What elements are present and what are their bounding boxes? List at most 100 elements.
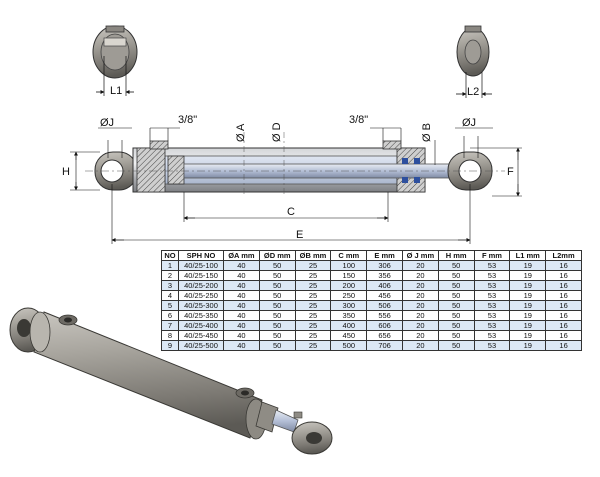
- header-d: ØD mm: [258, 250, 296, 261]
- section-dimensions: [70, 127, 522, 244]
- cell-c: 400: [330, 320, 368, 331]
- cell-e: 706: [366, 340, 403, 351]
- cell-a: 40: [223, 330, 260, 341]
- cell-c: 300: [330, 300, 368, 311]
- cell-l2: 16: [545, 290, 582, 301]
- cell-d: 50: [258, 330, 296, 341]
- table-header-row: NO SPH NO ØA mm ØD mm ØB mm C mm E mm Ø …: [161, 250, 582, 261]
- cell-e: 656: [366, 330, 403, 341]
- cell-l1: 19: [509, 300, 547, 311]
- header-b: ØB mm: [294, 250, 332, 261]
- cell-h: 50: [437, 260, 475, 271]
- cell-j: 20: [401, 270, 439, 281]
- cell-a: 40: [223, 310, 260, 321]
- header-no: NO: [161, 250, 179, 261]
- cell-h: 50: [437, 310, 475, 321]
- cell-h: 50: [437, 290, 475, 301]
- end-view-left: [92, 25, 138, 96]
- cell-b: 25: [294, 320, 332, 331]
- cell-a: 40: [223, 320, 260, 331]
- cell-d: 50: [258, 320, 296, 331]
- cell-l2: 16: [545, 300, 582, 311]
- cell-sph-no: 40/25-350: [178, 310, 224, 321]
- cell-no: 3: [161, 280, 179, 291]
- cell-a: 40: [223, 300, 260, 311]
- cell-b: 25: [294, 310, 332, 321]
- cell-f: 53: [473, 290, 511, 301]
- cylinder-section-view: [85, 132, 505, 196]
- cell-l2: 16: [545, 280, 582, 291]
- cell-l2: 16: [545, 340, 582, 351]
- dim-label-f: F: [507, 166, 514, 178]
- header-f: F mm: [473, 250, 511, 261]
- cell-j: 20: [401, 340, 439, 351]
- cell-b: 25: [294, 280, 332, 291]
- cell-l2: 16: [545, 320, 582, 331]
- dim-label-j-right: ØJ: [462, 117, 476, 129]
- dim-label-d: Ø D: [271, 122, 283, 142]
- cylinder-isometric-view: [9, 307, 333, 455]
- cell-no: 4: [161, 290, 179, 301]
- cell-f: 53: [473, 310, 511, 321]
- cell-no: 5: [161, 300, 179, 311]
- cell-l1: 19: [509, 290, 547, 301]
- cell-c: 450: [330, 330, 368, 341]
- cell-l1: 19: [509, 320, 547, 331]
- cell-sph-no: 40/25-150: [178, 270, 224, 281]
- cell-f: 53: [473, 280, 511, 291]
- dim-label-b: Ø B: [421, 123, 433, 142]
- cell-l2: 16: [545, 330, 582, 341]
- cell-j: 20: [401, 320, 439, 331]
- cell-no: 6: [161, 310, 179, 321]
- cell-l2: 16: [545, 260, 582, 271]
- cell-j: 20: [401, 300, 439, 311]
- cell-j: 20: [401, 280, 439, 291]
- cell-sph-no: 40/25-250: [178, 290, 224, 301]
- cell-a: 40: [223, 280, 260, 291]
- cell-l2: 16: [545, 270, 582, 281]
- cell-h: 50: [437, 340, 475, 351]
- header-sph-no: SPH NO: [178, 250, 224, 261]
- cell-h: 50: [437, 280, 475, 291]
- cell-d: 50: [258, 310, 296, 321]
- cell-d: 50: [258, 280, 296, 291]
- header-a: ØA mm: [223, 250, 260, 261]
- cell-no: 1: [161, 260, 179, 271]
- cell-f: 53: [473, 320, 511, 331]
- cell-d: 50: [258, 300, 296, 311]
- cell-f: 53: [473, 300, 511, 311]
- cell-b: 25: [294, 330, 332, 341]
- cell-l1: 19: [509, 310, 547, 321]
- cell-b: 25: [294, 300, 332, 311]
- cell-h: 50: [437, 270, 475, 281]
- cell-f: 53: [473, 340, 511, 351]
- cell-d: 50: [258, 290, 296, 301]
- cell-c: 500: [330, 340, 368, 351]
- cell-h: 50: [437, 330, 475, 341]
- cell-no: 9: [161, 340, 179, 351]
- cell-d: 50: [258, 260, 296, 271]
- cell-sph-no: 40/25-100: [178, 260, 224, 271]
- dim-label-h: H: [62, 166, 70, 178]
- specification-table: NO SPH NO ØA mm ØD mm ØB mm C mm E mm Ø …: [161, 250, 582, 351]
- header-e: E mm: [366, 250, 403, 261]
- cell-sph-no: 40/25-500: [178, 340, 224, 351]
- cell-a: 40: [223, 270, 260, 281]
- cell-f: 53: [473, 270, 511, 281]
- cell-sph-no: 40/25-300: [178, 300, 224, 311]
- cell-j: 20: [401, 330, 439, 341]
- cell-c: 150: [330, 270, 368, 281]
- cell-l1: 19: [509, 280, 547, 291]
- dim-label-j-left: ØJ: [100, 117, 114, 129]
- dim-label-c: C: [287, 206, 295, 218]
- cell-c: 200: [330, 280, 368, 291]
- cell-b: 25: [294, 260, 332, 271]
- cell-h: 50: [437, 300, 475, 311]
- cell-l2: 16: [545, 310, 582, 321]
